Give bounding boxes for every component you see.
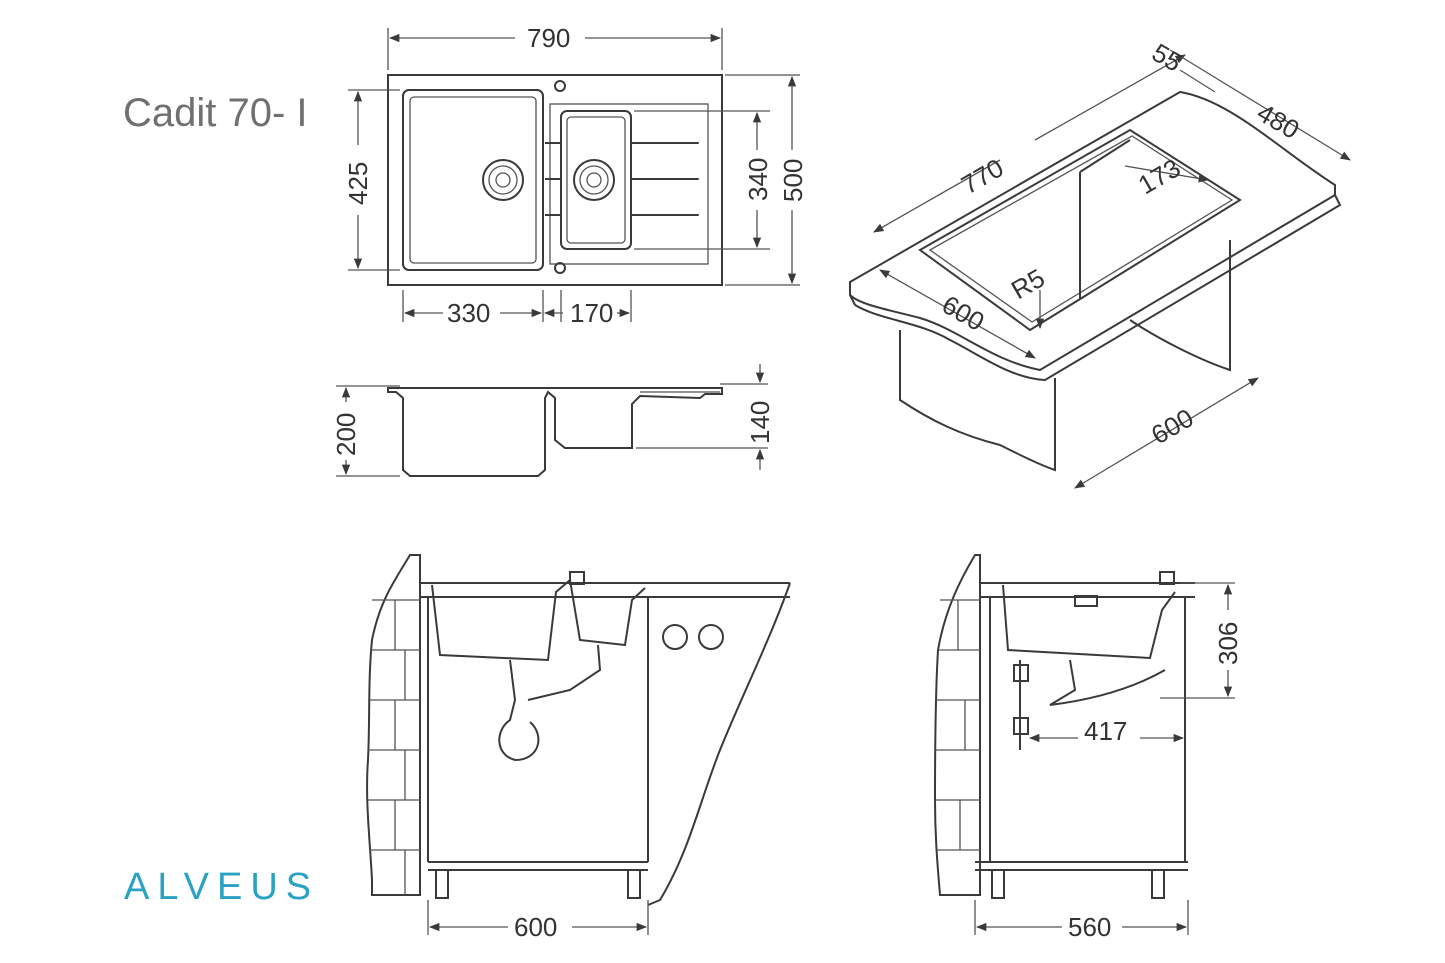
dim-790: 790 [527,23,570,53]
drain-icon [573,159,615,201]
dim-600-bottom: 600 [1146,403,1199,451]
dim-560: 560 [1068,912,1111,942]
drain-icon [482,159,524,201]
dim-417: 417 [1084,716,1127,746]
dim-770: 770 [956,153,1009,201]
dim-170: 170 [570,298,613,328]
brand-logo: ALVEUS [124,866,319,908]
dim-340: 340 [743,158,773,201]
dim-500: 500 [778,159,808,202]
dim-306: 306 [1213,622,1243,665]
dim-200: 200 [331,413,361,456]
model-title: Cadit 70- I [123,91,308,135]
front-installation-view: 600 [366,554,791,942]
dim-330: 330 [447,298,490,328]
isometric-view: 770 480 55 173 R5 600 600 [849,37,1351,489]
side-profile: 200 140 [331,364,775,477]
top-view: 790 425 340 500 330 170 [343,23,808,328]
dim-140: 140 [745,401,775,444]
dim-55: 55 [1147,37,1187,77]
side-installation-view: 306 417 560 [933,554,1243,942]
dim-425: 425 [343,162,373,205]
dim-600-front: 600 [514,912,557,942]
